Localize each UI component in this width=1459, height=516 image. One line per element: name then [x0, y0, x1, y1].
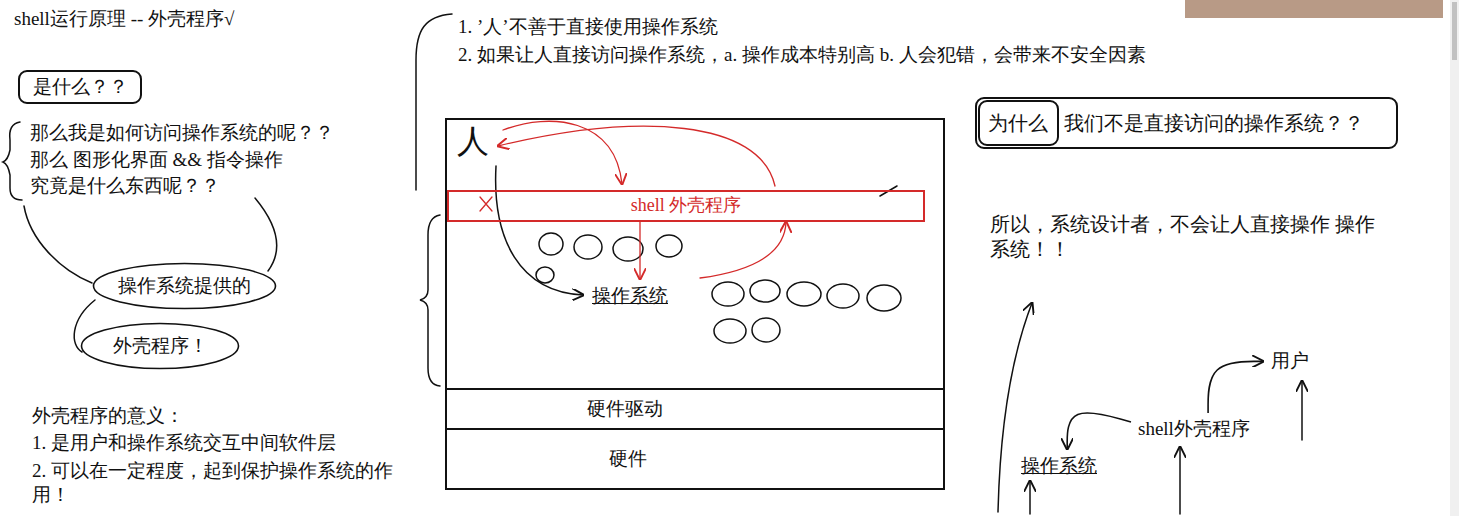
- red-arrow: [498, 126, 775, 186]
- node-text: 为什么: [988, 111, 1048, 135]
- hand-stroke: [24, 206, 92, 283]
- node-text: 人: [457, 122, 489, 160]
- hand-brace: [3, 122, 22, 200]
- node-text: 操作系统: [1021, 455, 1097, 478]
- hand-arrow: [998, 303, 1032, 512]
- node-text: 硬件驱动: [587, 398, 663, 421]
- note-text: 1. ’人’不善于直接使用操作系统: [458, 16, 718, 39]
- process-oval: [536, 267, 554, 283]
- note-text: 1. 是用户和操作系统交互中间软件层: [32, 432, 336, 455]
- flow-arrow: [1067, 413, 1131, 449]
- node-text: 用户: [1271, 350, 1309, 373]
- node-text: shell外壳程序: [1138, 418, 1250, 441]
- node-text: 我们不是直接访问的操作系统？？: [1064, 111, 1364, 135]
- shell-band: shell 外壳程序: [447, 190, 925, 222]
- note-text: 究竟是什么东西呢？？: [30, 175, 220, 198]
- process-oval: [656, 235, 682, 257]
- flow-arrow: [1208, 361, 1263, 413]
- label-slot: 那么我是如何访问操作系统的呢？？: [30, 122, 334, 145]
- label-slot: 1. ’人’不善于直接使用操作系统: [458, 16, 718, 39]
- hand-brace: [420, 215, 440, 386]
- hand-stroke: [255, 198, 277, 271]
- note-text: 那么 图形化界面 && 指令操作: [30, 149, 283, 172]
- question-box: 是什么？？: [18, 70, 142, 104]
- process-oval: [613, 237, 643, 261]
- label-slot: 那么 图形化界面 && 指令操作: [30, 149, 283, 172]
- node-text: 硬件: [609, 448, 647, 471]
- process-oval: [712, 282, 744, 306]
- note-text: 2. 可以在一定程度，起到保护操作系统的作用！: [32, 459, 424, 507]
- label-slot: 1. 是用户和操作系统交互中间软件层: [32, 432, 336, 455]
- node-text: shell 外壳程序: [631, 195, 742, 217]
- label-slot: 外壳程序的意义：: [32, 405, 184, 428]
- red-cross: [480, 197, 492, 211]
- label-slot: 2. 如果让人直接访问操作系统，a. 操作成本特别高 b. 人会犯错，会带来不安…: [458, 44, 1146, 67]
- red-arrow: [639, 221, 640, 279]
- note-text: 2. 如果让人直接访问操作系统，a. 操作成本特别高 b. 人会犯错，会带来不安…: [458, 44, 1146, 67]
- process-oval: [827, 284, 859, 308]
- webcam-overlay: [1185, 0, 1443, 18]
- question-frame: 我们不是直接访问的操作系统？？ 为什么: [975, 97, 1398, 149]
- scrollbar-thumb: [1452, 2, 1457, 60]
- label-slot: 究竟是什么东西呢？？: [30, 175, 220, 198]
- process-oval: [539, 233, 563, 255]
- driver-layer: 硬件驱动: [445, 388, 945, 430]
- scrollbar-track: [1450, 0, 1459, 516]
- process-oval: [574, 235, 602, 259]
- node-text: 外壳程序！: [113, 335, 208, 358]
- note-text: 那么我是如何访问操作系统的呢？？: [30, 122, 334, 145]
- note-ellipse: 外壳程序！: [80, 322, 240, 370]
- red-arrow: [503, 121, 622, 184]
- why-box: 为什么: [978, 100, 1059, 146]
- system-frame: 人操作系统 shell 外壳程序: [445, 118, 945, 390]
- hand-arrow: [496, 166, 583, 295]
- process-oval: [750, 280, 780, 302]
- ellipse-outline: [94, 264, 276, 309]
- process-oval: [752, 318, 780, 342]
- hand-arrow: [1301, 381, 1303, 440]
- label-slot: 所以，系统设计者，不会让人直接操作 操作系统！！: [990, 212, 1382, 262]
- node-text: 操作系统提供的: [118, 275, 251, 298]
- note-text: 外壳程序的意义：: [32, 405, 184, 428]
- user-text: 用户: [1268, 348, 1312, 375]
- os-text: 操作系统: [1018, 453, 1100, 480]
- node-text: 是什么？？: [33, 76, 128, 99]
- hand-arrow: [1179, 447, 1181, 514]
- ellipse-outline: [82, 324, 239, 369]
- note-text: 所以，系统设计者，不会让人直接操作 操作系统！！: [990, 212, 1382, 262]
- hand-stroke: [74, 300, 95, 352]
- note-ellipse: 操作系统提供的: [92, 262, 277, 310]
- process-oval: [787, 282, 821, 306]
- shell-text: shell外壳程序: [1135, 416, 1253, 443]
- label-slot: 2. 可以在一定程度，起到保护操作系统的作用！: [32, 459, 424, 507]
- hand-arrow: [1029, 481, 1031, 514]
- red-arrow: [700, 222, 786, 278]
- process-oval: [867, 285, 901, 311]
- process-oval: [714, 319, 746, 343]
- title-slot: shell运行原理 -- 外壳程序√: [14, 8, 234, 31]
- page-title: shell运行原理 -- 外壳程序√: [14, 8, 234, 31]
- node-text: 操作系统: [592, 285, 668, 308]
- hardware-layer: 硬件: [445, 428, 945, 490]
